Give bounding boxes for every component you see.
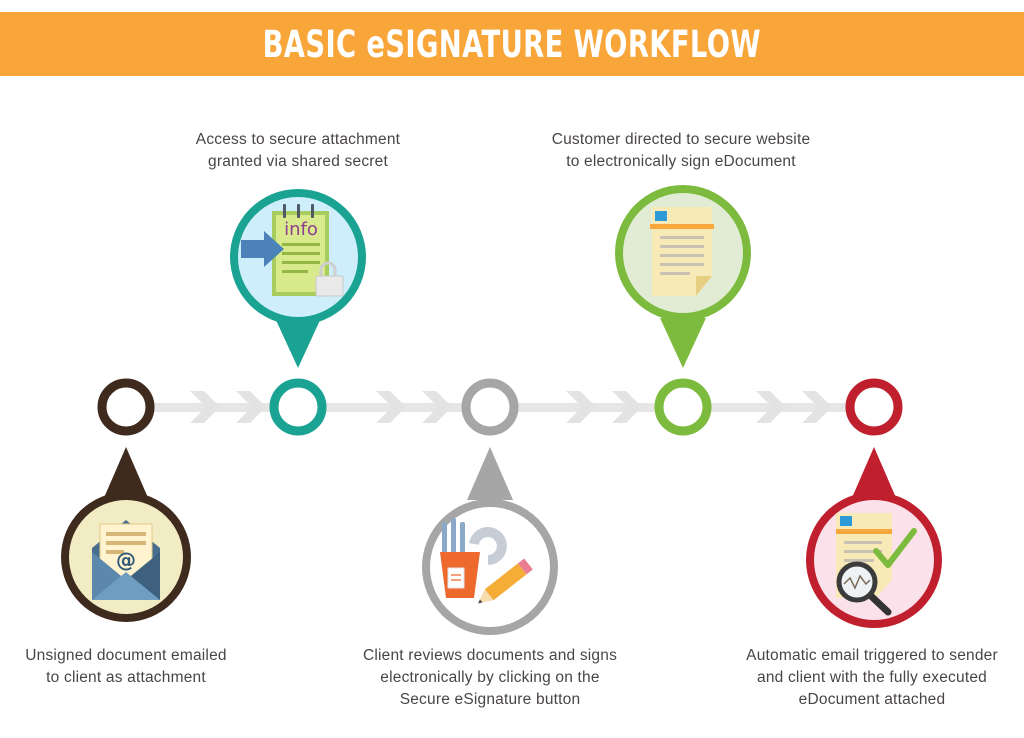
chevron-arrow-icon	[566, 391, 596, 423]
step-review-caption: Client reviews documents and signs elect…	[330, 645, 650, 711]
step-email-node	[97, 378, 155, 436]
step-access: info	[230, 189, 366, 436]
chevron-arrow-icon	[802, 391, 832, 423]
step-access-caption: Access to secure attachment granted via …	[160, 129, 436, 173]
chevron-arrow-icon	[756, 391, 786, 423]
title-banner: BASIC eSIGNATURE WORKFLOW	[0, 12, 1024, 76]
step-email: @	[61, 378, 191, 622]
caption-line: Client reviews documents and signs	[362, 647, 618, 664]
info-document-lock-icon: info	[241, 204, 344, 297]
caption-line: to client as attachment	[46, 669, 206, 686]
signed-document-magnifier-icon	[836, 513, 917, 616]
svg-text:@: @	[116, 548, 136, 572]
caption-line: and client with the fully executed	[757, 669, 987, 686]
chevron-arrow-icon	[236, 391, 266, 423]
svg-text:info: info	[284, 219, 318, 240]
edocument-icon	[650, 207, 714, 296]
caption-line: Automatic email triggered to sender	[746, 647, 998, 664]
step-review-node	[461, 378, 519, 436]
step-review	[422, 378, 558, 635]
step-review-pin-pointer	[467, 447, 513, 500]
step-access-node	[269, 378, 327, 436]
email-envelope-icon: @	[92, 520, 160, 600]
step-website-node	[654, 378, 712, 436]
step-complete-caption: Automatic email triggered to sender and …	[720, 645, 1024, 711]
page-title: BASIC eSIGNATURE WORKFLOW	[262, 22, 762, 66]
step-complete-node	[845, 378, 903, 436]
caption-line: to electronically sign eDocument	[566, 153, 796, 170]
step-complete	[806, 378, 942, 628]
chevron-arrow-icon	[190, 391, 220, 423]
step-email-pin-pointer	[103, 447, 149, 500]
step-website	[615, 185, 751, 436]
caption-line: granted via shared secret	[208, 153, 388, 170]
chevron-arrow-icon	[612, 391, 642, 423]
step-email-caption: Unsigned document emailed to client as a…	[0, 645, 252, 689]
step-website-caption: Customer directed to secure website to e…	[520, 129, 842, 173]
step-access-pin-pointer	[275, 318, 321, 368]
caption-line: electronically by clicking on the	[380, 669, 600, 686]
chevron-arrow-icon	[376, 391, 406, 423]
caption-line: Access to secure attachment	[195, 131, 401, 148]
caption-line: Secure eSignature button	[399, 691, 581, 708]
caption-line: Customer directed to secure website	[551, 131, 811, 148]
caption-line: eDocument attached	[798, 691, 946, 708]
chevron-arrow-icon	[422, 391, 452, 423]
step-complete-pin-pointer	[851, 447, 897, 500]
document-pencil-icon	[440, 518, 533, 604]
step-website-pin-pointer	[660, 318, 706, 368]
chevron-arrows	[190, 391, 832, 423]
caption-line: Unsigned document emailed	[25, 647, 227, 664]
